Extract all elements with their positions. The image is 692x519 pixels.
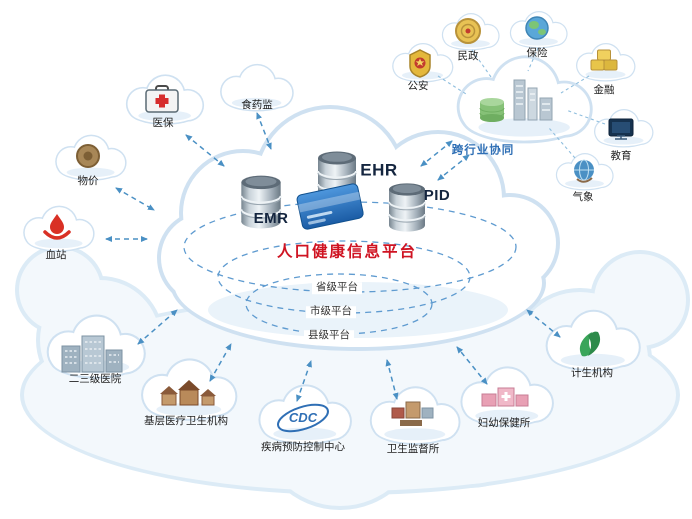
minilink-civil-affairs [471,49,492,78]
data-center-icon [479,79,553,122]
cdc-logo-text: CDC [289,410,318,425]
link-primary-care [209,343,232,382]
link-health-supervision [385,359,399,400]
link-maternal-child [456,346,488,385]
connection-arrows [105,47,606,402]
maternal-child-center-icon [481,387,529,407]
meteorology-globe-icon [574,159,594,183]
link-medical-insurance [185,134,225,167]
minilink-education [565,109,606,125]
clinic-houses-icon [160,380,216,406]
link-cdc [296,360,312,402]
education-blackboard-icon [608,118,634,140]
police-badge-icon [409,49,431,78]
finance-gold-icon [590,49,618,71]
pricing-seal-icon [76,144,100,168]
central-platform-cloud [157,105,560,351]
family-planning-ribbon-icon [579,331,601,357]
blood-drop-icon [43,214,71,240]
pid-database-icon [388,182,426,233]
food-drug-admin-cloud [220,63,294,112]
link-industry-1 [420,140,453,167]
hospital-buildings-icon [61,335,123,373]
link-family-planning [526,309,561,338]
supervision-office-icon [391,401,434,426]
insurance-globe-icon [525,16,549,40]
minilink-meteorology [548,127,576,159]
emr-database-icon [240,174,282,230]
health-card-icon [296,183,364,230]
link-pricing [115,187,155,211]
minilink-insurance [527,47,539,72]
medical-kit-icon [145,85,179,113]
link-industry-2 [437,154,470,181]
cdc-logo-icon: CDC [277,403,329,433]
civil-affairs-emblem-icon [455,18,481,44]
link-food-drug-admin [256,112,272,150]
